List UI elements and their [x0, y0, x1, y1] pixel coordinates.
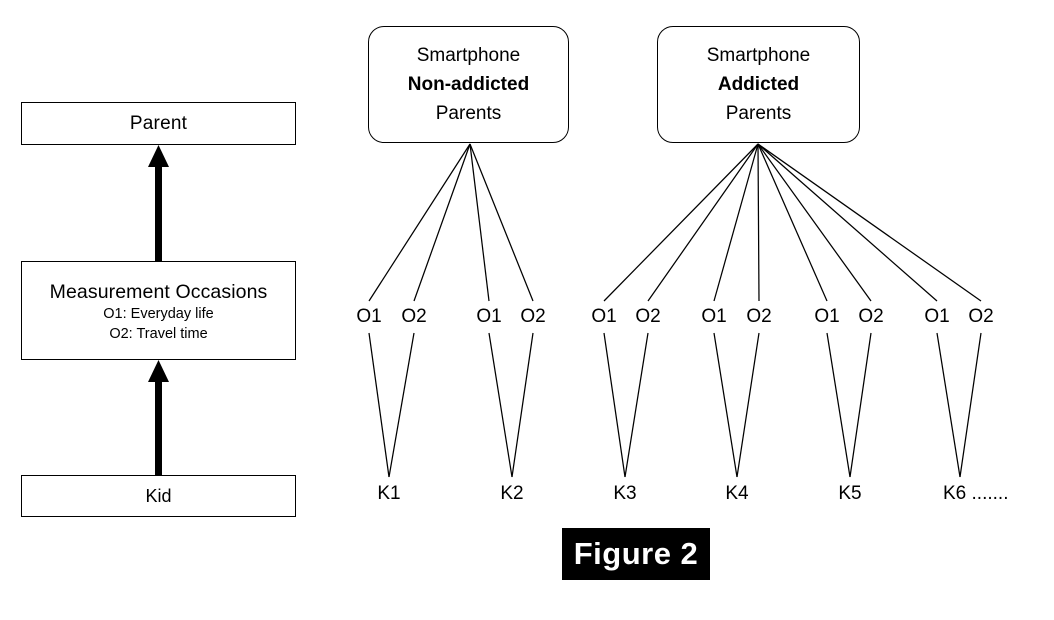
legend-measurement-occasions-box: Measurement Occasions O1: Everyday life … — [21, 261, 296, 360]
occasion-label-g2-p4-o1: O1 — [924, 306, 950, 327]
kid-label-k5: K5 — [838, 483, 862, 504]
occasion-label-g1-p1-o2: O2 — [401, 306, 427, 327]
occasion-label-g2-p1-o1: O1 — [591, 306, 617, 327]
occasion-label-g2-p2-o1: O1 — [701, 306, 727, 327]
legend-measurement-title: Measurement Occasions — [49, 280, 268, 303]
figure-caption: Figure 2 — [562, 528, 710, 580]
group-1-line-3: Parents — [725, 103, 792, 124]
occasion-label-g1-p1-o1: O1 — [356, 306, 382, 327]
group-1-line-2: Addicted — [717, 74, 800, 95]
occasion-label-g2-p3-o2: O2 — [858, 306, 884, 327]
group-box-addicted-parents: Smartphone Addicted Parents — [657, 26, 860, 143]
kid-label-k4: K4 — [725, 483, 749, 504]
group-1-line-1: Smartphone — [706, 45, 811, 66]
group-0-line-1: Smartphone — [416, 45, 521, 66]
occasion-label-g1-p2-o2: O2 — [520, 306, 546, 327]
occasion-label-g2-p4-o2: O2 — [968, 306, 994, 327]
fan-edges-group-non-addicted — [368, 143, 534, 302]
occasion-label-g1-p2-o1: O1 — [476, 306, 502, 327]
fan-edges-group-addicted — [603, 143, 982, 302]
legend-parent-box: Parent — [21, 102, 296, 145]
occasion-label-g2-p1-o2: O2 — [635, 306, 661, 327]
kid-label-k6: K6 ....... — [943, 483, 1009, 504]
v-edges-occasions-to-kids — [368, 332, 982, 478]
legend-arrow-kid-to-measurement — [148, 360, 169, 475]
group-box-non-addicted-parents: Smartphone Non-addicted Parents — [368, 26, 569, 143]
kid-label-k2: K2 — [500, 483, 524, 504]
legend-occasion-o1-description: O1: Everyday life — [103, 305, 214, 322]
group-0-line-2: Non-addicted — [407, 74, 530, 95]
kid-label-k1: K1 — [377, 483, 401, 504]
legend-kid-box: Kid — [21, 475, 296, 517]
legend-arrow-measurement-to-parent — [148, 145, 169, 261]
legend-occasion-o2-description: O2: Travel time — [109, 325, 208, 342]
legend-kid-label: Kid — [145, 486, 172, 506]
kid-label-k3: K3 — [613, 483, 637, 504]
group-0-line-3: Parents — [435, 103, 502, 124]
legend-parent-label: Parent — [129, 112, 188, 134]
occasion-label-g2-p2-o2: O2 — [746, 306, 772, 327]
occasion-label-g2-p3-o1: O1 — [814, 306, 840, 327]
